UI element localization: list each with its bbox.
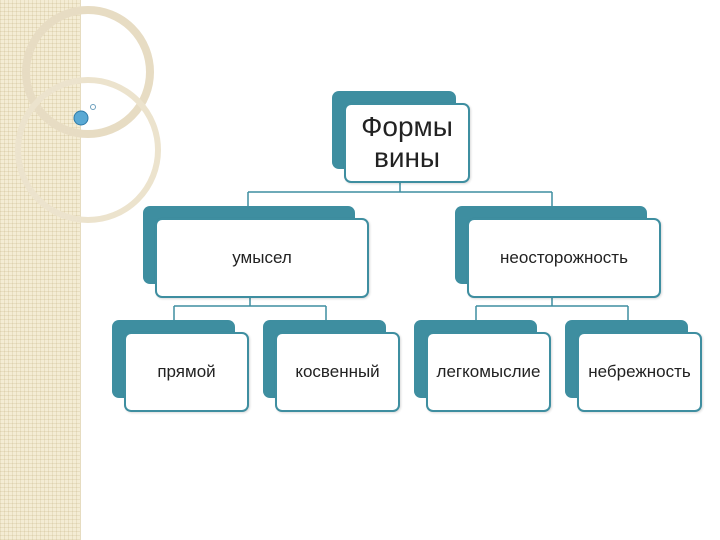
node-frivolity-label: легкомыслие [437, 363, 541, 382]
node-intent-box: умысел [155, 218, 369, 298]
node-direct: прямой [112, 320, 249, 412]
node-intent: умысел [143, 206, 369, 298]
node-intent-label: умысел [232, 249, 292, 268]
node-frivolity-box: легкомыслие [426, 332, 551, 412]
node-negligence: неосторожность [455, 206, 661, 298]
node-carelessness: небрежность [565, 320, 702, 412]
node-indirect-label: косвенный [295, 363, 379, 382]
node-root: Формы вины [332, 91, 470, 183]
node-indirect: косвенный [263, 320, 400, 412]
node-indirect-box: косвенный [275, 332, 400, 412]
node-carelessness-box: небрежность [577, 332, 702, 412]
node-direct-box: прямой [124, 332, 249, 412]
node-frivolity: легкомыслие [414, 320, 551, 412]
node-negligence-label: неосторожность [500, 249, 628, 268]
node-root-label: Формы вины [346, 112, 468, 174]
node-root-box: Формы вины [344, 103, 470, 183]
connector-root-to-branches [248, 180, 552, 208]
node-direct-label: прямой [157, 363, 215, 382]
node-carelessness-label: небрежность [588, 363, 690, 382]
node-negligence-box: неосторожность [467, 218, 661, 298]
connector-intent-to-children [174, 296, 326, 322]
connector-negligence-to-children [476, 296, 628, 322]
